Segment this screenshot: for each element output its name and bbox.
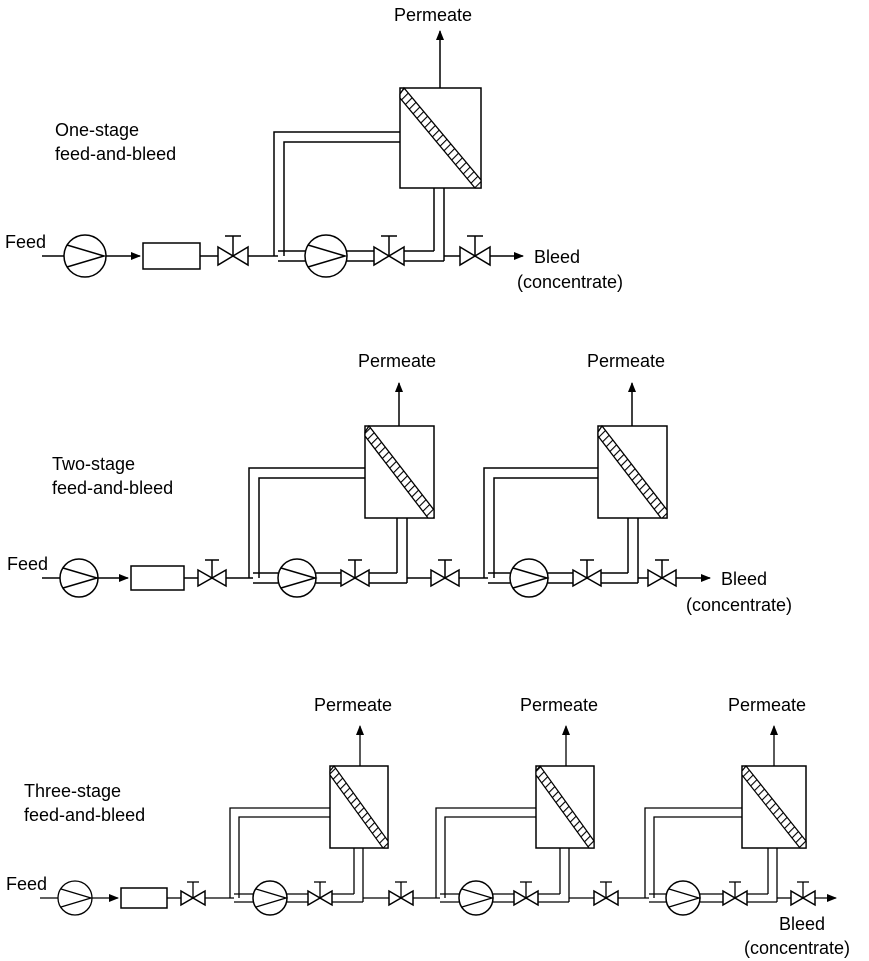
valve-icon [217, 235, 249, 267]
valve-icon [340, 559, 370, 588]
interstage-valve-icon [430, 559, 460, 588]
recirculation-loop [248, 467, 408, 584]
recirculation-pump-icon [509, 558, 550, 598]
recirculation-pump-icon [277, 558, 318, 598]
three-stage-title-line1: Three-stage [24, 781, 121, 801]
bleed-label: Bleed [779, 914, 825, 934]
interstage-valve-icon [388, 881, 414, 907]
valve-icon [572, 559, 602, 588]
concentrate-label: (concentrate) [517, 272, 623, 292]
two-stage-title-line1: Two-stage [52, 454, 135, 474]
bleed-label: Bleed [721, 569, 767, 589]
recirculation-loop [644, 807, 778, 903]
three-stage-system: Three-stage feed-and-bleed Feed [6, 695, 850, 958]
recirculation-loop [229, 807, 364, 903]
valve-icon [307, 881, 333, 907]
prefilter-icon [142, 242, 201, 270]
feed-pump-icon [57, 880, 94, 916]
valve-icon [722, 881, 748, 907]
permeate-label: Permeate [728, 695, 806, 715]
bleed-label: Bleed [534, 247, 580, 267]
three-stage-title-line2: feed-and-bleed [24, 805, 145, 825]
valve-icon [180, 881, 206, 907]
one-stage-system: One-stage feed-and-bleed Feed [5, 5, 623, 292]
feed-label: Feed [6, 874, 47, 894]
recirculation-pump-icon [252, 880, 289, 916]
one-stage-title-line1: One-stage [55, 120, 139, 140]
valve-icon [197, 559, 227, 588]
recirculation-loop [435, 807, 570, 903]
bleed-valve-icon [790, 881, 816, 907]
one-stage-title-line2: feed-and-bleed [55, 144, 176, 164]
feed-pump-icon [63, 234, 107, 278]
recirculation-pump-icon [304, 234, 348, 278]
bleed-valve-icon [647, 559, 677, 588]
permeate-label: Permeate [587, 351, 665, 371]
recirculation-pump-icon [665, 880, 702, 916]
recirculation-loop [273, 131, 445, 262]
recirculation-pump-icon [458, 880, 495, 916]
two-stage-title-line2: feed-and-bleed [52, 478, 173, 498]
valve-icon [373, 235, 405, 267]
concentrate-label: (concentrate) [686, 595, 792, 615]
prefilter-icon [120, 887, 168, 909]
membrane-module-icon [535, 765, 595, 849]
prefilter-icon [130, 565, 185, 591]
recirculation-loop [483, 467, 639, 584]
two-stage-system: Two-stage feed-and-bleed Feed [7, 351, 792, 615]
concentrate-label: (concentrate) [744, 938, 850, 958]
membrane-module-icon [399, 86, 482, 189]
feed-pump-icon [59, 558, 100, 598]
bleed-valve-icon [459, 235, 491, 267]
membrane-module-icon [364, 424, 435, 519]
permeate-label: Permeate [394, 5, 472, 25]
membrane-module-icon [741, 765, 807, 849]
interstage-valve-icon [593, 881, 619, 907]
permeate-label: Permeate [358, 351, 436, 371]
feed-label: Feed [7, 554, 48, 574]
permeate-label: Permeate [314, 695, 392, 715]
membrane-module-icon [329, 765, 389, 849]
feed-label: Feed [5, 232, 46, 252]
membrane-module-icon [597, 424, 668, 519]
valve-icon [513, 881, 539, 907]
permeate-label: Permeate [520, 695, 598, 715]
